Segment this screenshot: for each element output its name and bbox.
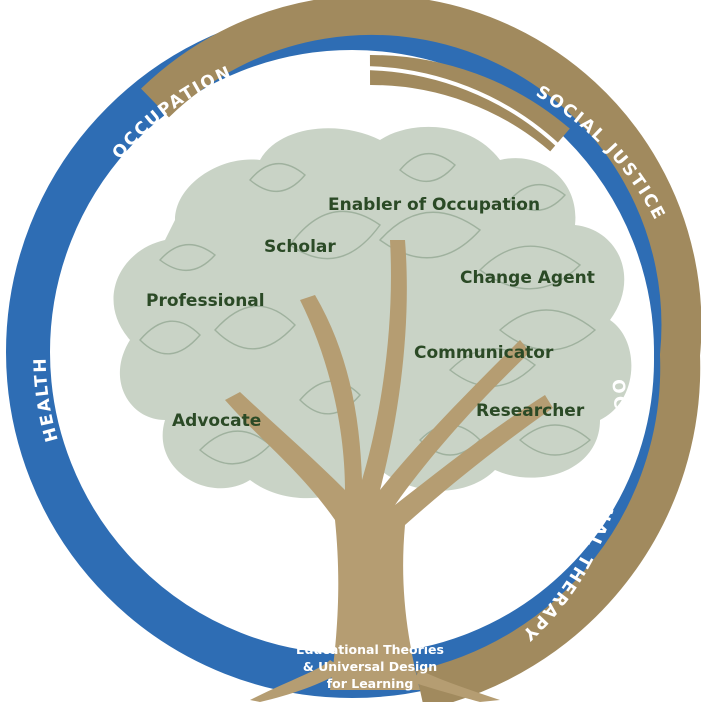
leaf bbox=[214, 305, 296, 350]
tree-trunk bbox=[225, 240, 553, 702]
trunk-shape bbox=[225, 240, 553, 690]
leaf bbox=[299, 380, 361, 415]
leaf bbox=[249, 162, 306, 193]
role-scholar: Scholar bbox=[264, 237, 336, 257]
leaf bbox=[478, 245, 582, 290]
leaf bbox=[158, 243, 217, 272]
leaf bbox=[289, 210, 381, 260]
role-communicator: Communicator bbox=[414, 343, 554, 363]
root-right bbox=[412, 670, 500, 702]
leaf bbox=[508, 183, 567, 212]
role-advocate: Advocate bbox=[172, 411, 261, 431]
leaf bbox=[139, 320, 201, 355]
leaf bbox=[518, 424, 592, 456]
roots-line-2: & Universal Design bbox=[303, 659, 437, 674]
roots-line-1: Educational Theories bbox=[296, 642, 444, 657]
role-professional: Professional bbox=[146, 291, 265, 311]
role-change-agent: Change Agent bbox=[460, 268, 595, 288]
leaf bbox=[399, 152, 456, 183]
ring-gold bbox=[141, 0, 701, 702]
roots-line-3: for Learning bbox=[327, 676, 414, 691]
root-left bbox=[250, 660, 345, 702]
leaf bbox=[378, 211, 482, 259]
role-enabler: Enabler of Occupation bbox=[328, 195, 540, 215]
leaf bbox=[498, 309, 597, 351]
role-researcher: Researcher bbox=[476, 401, 585, 421]
